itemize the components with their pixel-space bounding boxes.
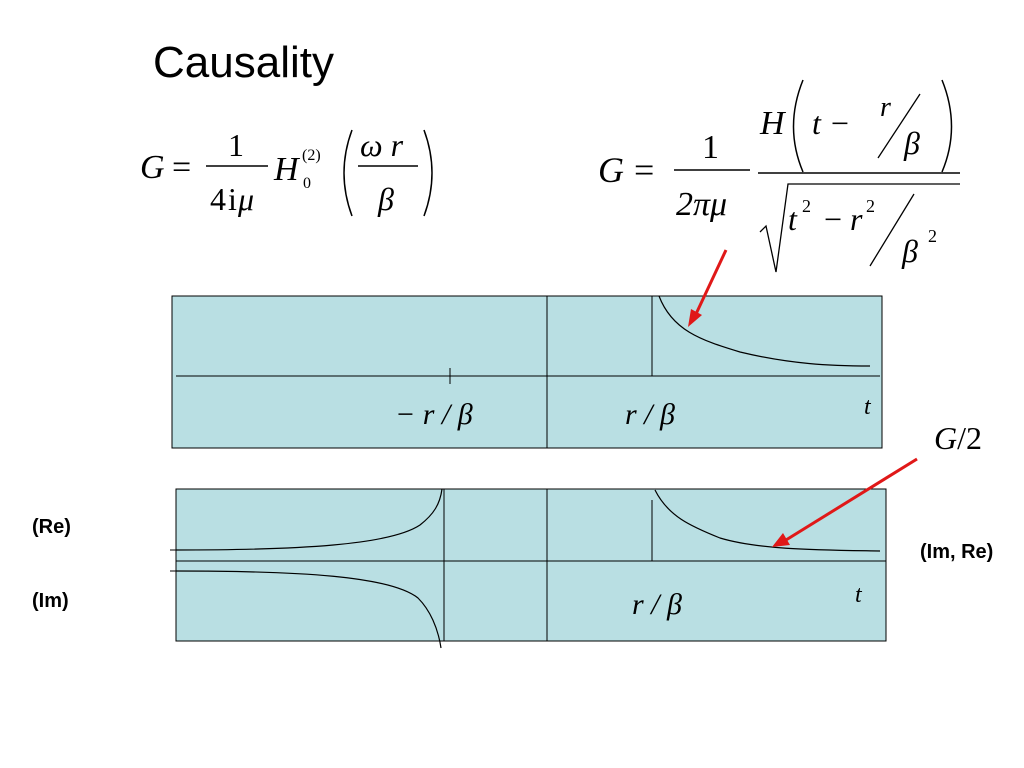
formula-right-exp-t: 2 bbox=[802, 196, 811, 216]
formula-left-paren-open bbox=[343, 129, 353, 217]
slide-title: Causality bbox=[153, 38, 334, 87]
formula-right-paren-open bbox=[792, 79, 804, 173]
formula-left-den-4: 4 bbox=[210, 181, 226, 217]
formula-left-eq: = bbox=[172, 149, 191, 186]
arrow-g-half-to-curve bbox=[772, 457, 918, 547]
formula-left-paren-close bbox=[423, 129, 433, 217]
formula-right-beta2: β bbox=[901, 233, 918, 269]
formula-right-den: 2πμ bbox=[676, 186, 727, 223]
plot-top: − r / β r / β t bbox=[171, 295, 883, 449]
arrow-formula-to-plot bbox=[688, 249, 728, 327]
g-half-label: G/2 bbox=[934, 420, 982, 457]
formula-right-t2: t bbox=[788, 201, 798, 237]
g-half-rest: /2 bbox=[957, 420, 982, 456]
formula-right-exp-beta: 2 bbox=[928, 226, 937, 246]
formula-right-paren-close bbox=[941, 79, 953, 173]
formula-right-sqrt-sign bbox=[759, 183, 960, 273]
label-re: (Re) bbox=[32, 516, 71, 538]
formula-right-num: 1 bbox=[702, 129, 719, 166]
plot-bottom-im-curve bbox=[175, 570, 442, 649]
plot-top-pos-label: r / β bbox=[625, 398, 675, 431]
formula-right-slash-1 bbox=[877, 93, 921, 159]
formula-left-num: 1 bbox=[228, 127, 244, 163]
formula-left-arg-den: β bbox=[377, 181, 394, 217]
formula-right-minus: − bbox=[824, 201, 842, 237]
formula-right-eq: = bbox=[634, 150, 654, 190]
formula-right-r: r bbox=[880, 92, 891, 123]
formula-left-den-i: i bbox=[228, 181, 237, 217]
formula-left-hankel: H bbox=[273, 151, 301, 188]
formula-right-slash-2 bbox=[869, 193, 915, 267]
plot-bottom-background bbox=[175, 488, 887, 642]
plot-bottom-response-curve bbox=[654, 489, 881, 552]
plot-bottom: r / β t bbox=[170, 488, 887, 649]
plot-bottom-re-curve bbox=[175, 488, 443, 551]
formula-right-lhs: G bbox=[598, 150, 624, 190]
formula-left-lhs: G bbox=[140, 149, 165, 186]
arrow-formula-shaft bbox=[694, 249, 728, 315]
plot-top-background bbox=[171, 295, 883, 449]
arrow-g-half-shaft bbox=[785, 457, 918, 542]
label-im: (Im) bbox=[32, 590, 69, 612]
formula-left-hankel-sub: 0 bbox=[303, 175, 311, 192]
formula-left-hankel-sup: (2) bbox=[302, 147, 321, 164]
formula-right-heaviside: H bbox=[759, 105, 787, 142]
formula-frequency-domain: G = 1 4 i μ H (2) 0 ω r β bbox=[140, 118, 440, 228]
label-im-re: (Im, Re) bbox=[920, 541, 994, 563]
formula-time-domain: G = 1 2πμ H t − r β t 2 − r 2 β 2 bbox=[598, 72, 968, 277]
arrow-formula-head bbox=[688, 309, 702, 327]
plot-top-response-curve bbox=[658, 295, 871, 367]
formula-right-r2: r bbox=[850, 201, 863, 237]
plot-top-neg-label: − r / β bbox=[395, 398, 473, 431]
formula-left-arg-num: ω r bbox=[360, 127, 404, 163]
plot-bottom-pos-label: r / β bbox=[632, 588, 682, 621]
arrow-g-half-head bbox=[772, 533, 790, 547]
formula-left-den-mu: μ bbox=[237, 181, 254, 217]
formula-right-exp-r: 2 bbox=[866, 196, 875, 216]
plot-bottom-axis-label: t bbox=[855, 582, 863, 608]
formula-right-t-minus: t − bbox=[812, 105, 850, 141]
g-half-g: G bbox=[934, 420, 958, 456]
plot-top-axis-label: t bbox=[864, 394, 872, 420]
formula-right-beta: β bbox=[903, 125, 920, 161]
